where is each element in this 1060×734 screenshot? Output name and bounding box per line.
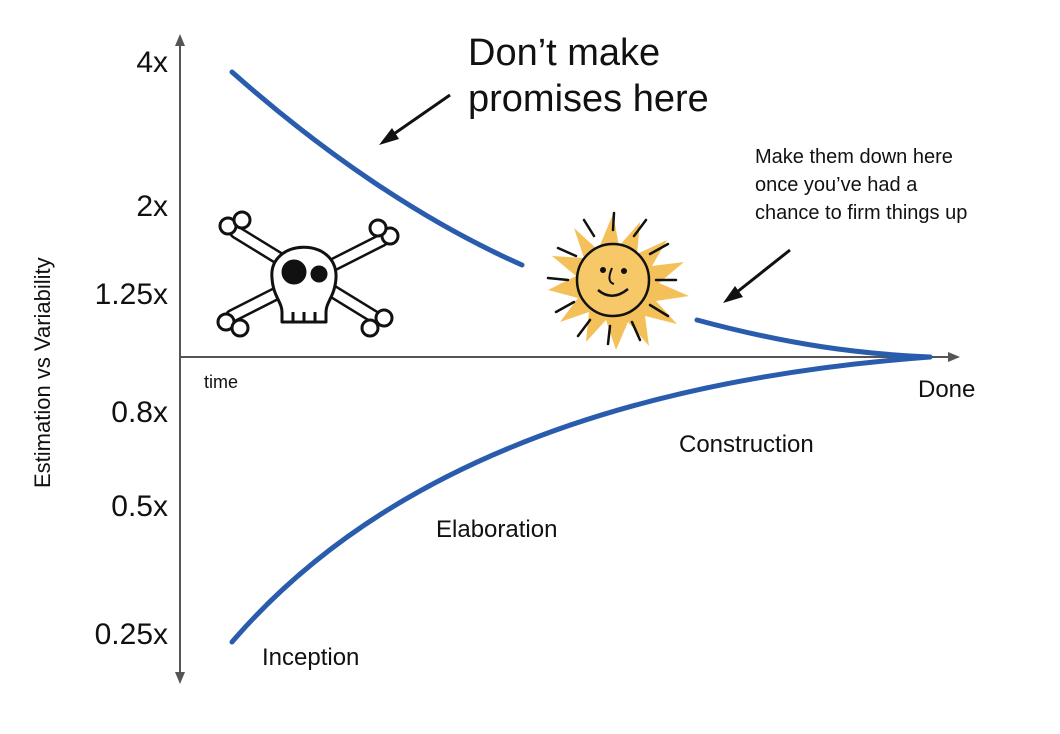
y-tick-label: 1.25x (94, 278, 168, 311)
upper-curve-segment-1 (229, 69, 525, 268)
callout-top-line: Don’t make (468, 32, 661, 74)
y-tick-label: 0.5x (111, 490, 168, 523)
y-tick-label: 0.8x (111, 396, 168, 429)
skull-and-crossbones-icon (216, 210, 400, 338)
y-tick-label: 0.25x (94, 618, 168, 651)
phase-label: Inception (262, 644, 360, 671)
callout-right-line: once you’ve had a (755, 174, 918, 196)
y-tick-label: 2x (136, 190, 168, 223)
arrow-to-lower-section (723, 248, 791, 303)
y-axis-arrow-bottom (175, 672, 185, 684)
arrow-to-upper-curve (379, 93, 451, 145)
y-axis-arrow-top (175, 34, 185, 46)
lower-curve (229, 354, 933, 645)
y-tick-label: 4x (136, 46, 168, 79)
phase-label: Construction (679, 431, 814, 458)
callout-top-line: promises here (468, 78, 709, 120)
phase-label: Elaboration (436, 516, 558, 543)
smiling-sun-icon (546, 211, 689, 350)
x-axis-arrow (948, 352, 960, 362)
x-axis-end-label: Done (918, 376, 976, 403)
callout-top: Don’t make promises here (468, 30, 709, 122)
upper-curve-segment-2 (694, 317, 933, 360)
callout-right-line: Make them down here (755, 146, 953, 168)
callout-right: Make them down here once you’ve had a ch… (755, 143, 967, 227)
callout-right-line: chance to firm things up (755, 202, 968, 224)
x-axis-label: time (204, 372, 239, 392)
axes (175, 34, 960, 684)
